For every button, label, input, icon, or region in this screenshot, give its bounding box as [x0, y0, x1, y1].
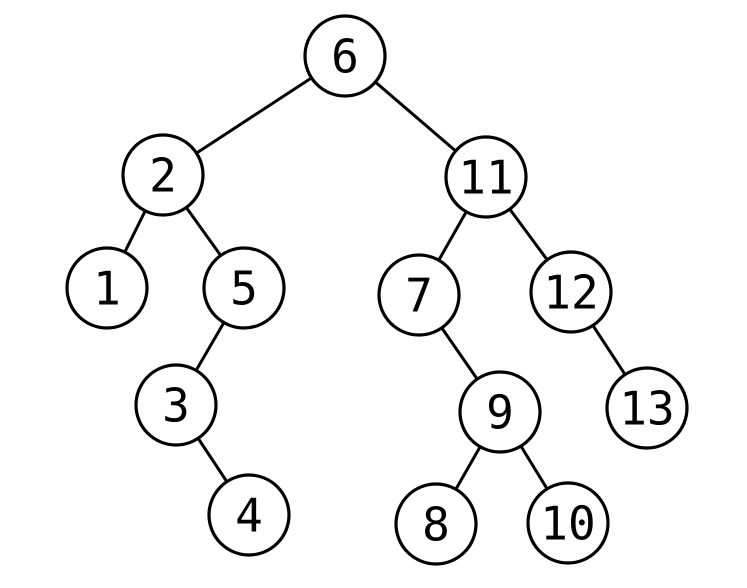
tree-node-label-4: 4: [235, 489, 263, 543]
tree-node-10: 10: [526, 481, 610, 565]
tree-node-label-9: 9: [486, 386, 514, 440]
tree-node-circle-8: [394, 482, 478, 566]
tree-node-circle-6: [303, 14, 387, 98]
tree-node-circle-9: [458, 370, 542, 454]
tree-node-label-8: 8: [422, 498, 450, 552]
tree-node-label-1: 1: [93, 262, 121, 316]
tree-node-circle-7: [377, 253, 461, 337]
tree-node-label-10: 10: [540, 497, 595, 551]
tree-node-11: 11: [444, 135, 528, 219]
tree-node-label-2: 2: [149, 149, 177, 203]
tree-node-8: 8: [394, 482, 478, 566]
tree-node-label-5: 5: [230, 262, 258, 316]
tree-node-circle-2: [121, 133, 205, 217]
tree-node-2: 2: [121, 133, 205, 217]
tree-node-7: 7: [377, 253, 461, 337]
tree-node-label-6: 6: [331, 30, 359, 84]
tree-node-circle-1: [65, 246, 149, 330]
tree-node-label-7: 7: [405, 269, 433, 323]
tree-node-12: 12: [529, 250, 613, 334]
tree-node-9: 9: [458, 370, 542, 454]
tree-node-circle-13: [605, 366, 689, 450]
tree-node-6: 6: [303, 14, 387, 98]
tree-node-label-11: 11: [458, 151, 513, 205]
tree-node-circle-5: [202, 246, 286, 330]
tree-node-circle-12: [529, 250, 613, 334]
tree-node-circle-10: [526, 481, 610, 565]
tree-node-13: 13: [605, 366, 689, 450]
tree-node-5: 5: [202, 246, 286, 330]
tree-node-circle-4: [207, 473, 291, 557]
tree-node-1: 1: [65, 246, 149, 330]
tree-node-circle-3: [134, 363, 218, 447]
tree-node-circle-11: [444, 135, 528, 219]
tree-node-label-12: 12: [543, 266, 598, 320]
tree-node-3: 3: [134, 363, 218, 447]
tree-node-label-3: 3: [162, 379, 190, 433]
tree-node-4: 4: [207, 473, 291, 557]
tree-node-label-13: 13: [619, 382, 674, 436]
